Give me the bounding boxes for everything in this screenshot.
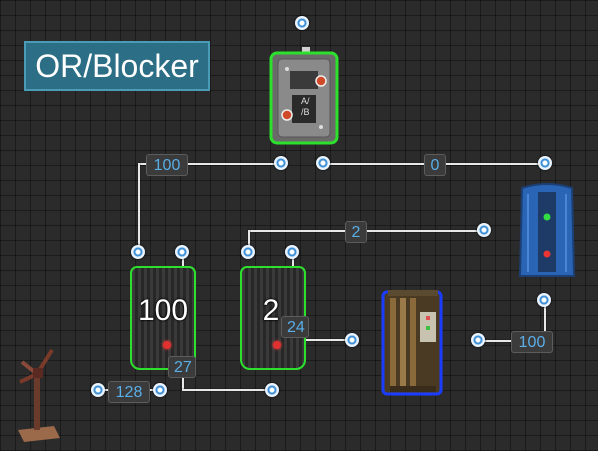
wire-top-left-vertical: [138, 163, 140, 253]
wire-27-horizontal: [182, 389, 272, 391]
port-top-right-start[interactable]: [316, 156, 330, 170]
port-top-left-end[interactable]: [274, 156, 288, 170]
wire-label-24: 24: [281, 316, 309, 338]
battery-100-body: [130, 266, 196, 370]
heater-input-port[interactable]: [345, 333, 359, 347]
heater-icon: [381, 290, 443, 396]
heater-device[interactable]: [380, 286, 446, 398]
port-mid-right-end[interactable]: [477, 223, 491, 237]
wire-label-27: 27: [168, 356, 196, 378]
battery-100[interactable]: 100: [130, 266, 196, 370]
windmill-wire-end-port[interactable]: [153, 383, 167, 397]
battery-100-value: 100: [137, 294, 189, 327]
wire-top-left-horizontal: [138, 163, 282, 165]
battery-100-input-port[interactable]: [131, 245, 145, 259]
blue-storage-device[interactable]: [516, 180, 578, 280]
or-gate-icon: [269, 47, 339, 145]
battery-2-value: 2: [262, 294, 280, 327]
or-gate-glyph-bottom: /B: [301, 107, 310, 117]
battery-2-output-port[interactable]: [285, 245, 299, 259]
port-27-end[interactable]: [265, 383, 279, 397]
or-gate-input-port[interactable]: [295, 16, 309, 30]
wire-label-top-right: 0: [424, 154, 446, 176]
circuit-title: OR/Blocker: [24, 41, 210, 91]
battery-100-lamp: [163, 341, 171, 349]
wire-mid-vertical: [248, 230, 250, 252]
or-gate[interactable]: A/ /B: [268, 47, 340, 145]
port-top-right-end[interactable]: [538, 156, 552, 170]
wire-label-right-bottom: 100: [511, 331, 553, 353]
heater-output-port[interactable]: [471, 333, 485, 347]
windmill[interactable]: [14, 344, 62, 444]
storage-output-port[interactable]: [537, 293, 551, 307]
wire-label-windmill: 128: [108, 381, 150, 403]
or-gate-glyph-top: A/: [301, 96, 310, 106]
wire-24-horizontal: [292, 339, 352, 341]
wire-label-mid: 2: [345, 221, 367, 243]
battery-2-input-port[interactable]: [241, 245, 255, 259]
windmill-output-port[interactable]: [91, 383, 105, 397]
wire-label-top-left: 100: [146, 154, 188, 176]
windmill-icon: [18, 348, 60, 442]
storage-device-icon: [518, 183, 576, 277]
battery-100-output-port[interactable]: [175, 245, 189, 259]
wire-right-bottom-vertical: [544, 300, 546, 342]
battery-2-lamp: [273, 341, 281, 349]
